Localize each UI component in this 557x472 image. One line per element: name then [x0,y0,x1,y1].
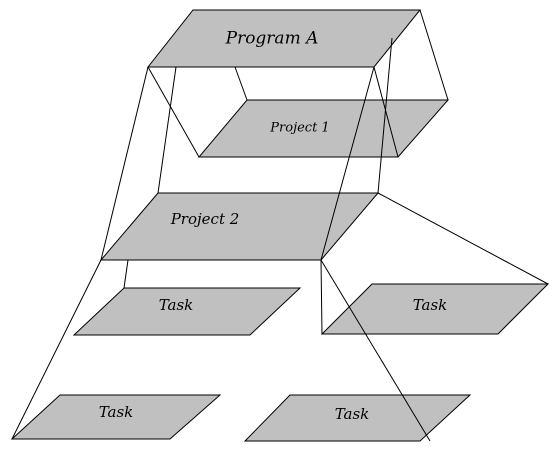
program-a-label: Program A [225,29,319,49]
task-bottom-left-plane [10,394,222,440]
connector-program-project1 [373,66,399,158]
connector-program-project2 [377,37,393,194]
connector-project2-task [11,259,102,440]
connector-project2-task [320,259,431,442]
connector-project2-task [123,259,129,289]
task-mid-right-plane [320,283,550,335]
task-bottom-right-plane [243,394,472,442]
connector-project2-task [377,192,549,285]
connector-lines [11,9,549,442]
connector-program-project1 [234,66,248,101]
connector-project2-task [320,259,323,335]
task-mid-right-label: Task [413,296,448,314]
task-mid-left-plane [72,287,302,336]
project-2-label: Project 2 [170,210,240,228]
task-mid-left-label: Task [159,296,194,314]
connector-program-project1 [147,66,200,158]
project-1-label: Project 1 [269,121,329,136]
connector-program-project2 [100,66,149,261]
task-bottom-left-label: Task [99,403,134,421]
connector-program-project1 [419,9,449,101]
connector-program-project2 [157,66,177,194]
connector-program-project2 [320,66,375,261]
task-bottom-right-label: Task [335,405,370,423]
